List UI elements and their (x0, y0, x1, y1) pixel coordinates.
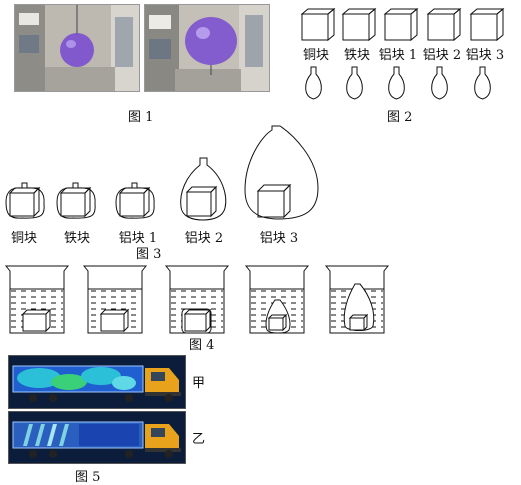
beaker-2 (82, 265, 148, 334)
balloon-empty-4 (431, 66, 448, 100)
figure2-label-aluminum-1: 铝块 1 (378, 48, 418, 63)
figure3-label-aluminum-2: 铝块 2 (184, 231, 224, 246)
wrapped-iron (56, 182, 96, 219)
figure3-label-aluminum-1: 铝块 1 (118, 231, 158, 246)
figure3-label-copper: 铜块 (10, 231, 37, 246)
figure1-photo-b (144, 4, 270, 92)
beaker-1 (4, 265, 70, 334)
figure1-caption: 图 1 (128, 110, 154, 125)
figure5-panel-a-image (8, 355, 186, 409)
cube-aluminum-1 (383, 7, 419, 42)
balloon-empty-3 (388, 66, 405, 100)
figure5-panel-b-image (8, 411, 186, 464)
figure5-label-b: 乙 (192, 432, 206, 447)
figure1-photo-a (14, 4, 140, 92)
cube-aluminum-2 (426, 7, 462, 42)
figure3-label-iron: 铁块 (63, 231, 90, 246)
wrapped-copper (5, 182, 45, 219)
figure5-caption: 图 5 (75, 470, 101, 485)
beaker-4 (244, 265, 310, 334)
cube-iron (341, 7, 377, 42)
beaker-5 (324, 265, 390, 334)
figure3-caption: 图 3 (136, 247, 162, 262)
figure2-label-aluminum-2: 铝块 2 (422, 48, 462, 63)
cube-aluminum-3 (469, 7, 505, 42)
beaker-3 (164, 265, 230, 334)
figure2-label-iron: 铁块 (343, 48, 370, 63)
balloon-empty-5 (474, 66, 491, 100)
figure3-label-aluminum-3: 铝块 3 (259, 231, 299, 246)
balloon-empty-1 (305, 66, 322, 100)
wrapped-aluminum-3 (244, 125, 319, 220)
figure5-label-a: 甲 (192, 376, 206, 391)
figure2-label-copper: 铜块 (302, 48, 329, 63)
figure2-caption: 图 2 (387, 110, 413, 125)
figure4-caption: 图 4 (189, 338, 215, 353)
figure2-label-aluminum-3: 铝块 3 (465, 48, 505, 63)
wrapped-aluminum-2 (180, 157, 227, 221)
balloon-empty-2 (346, 66, 363, 100)
cube-copper (300, 7, 336, 42)
wrapped-aluminum-1 (115, 182, 155, 219)
